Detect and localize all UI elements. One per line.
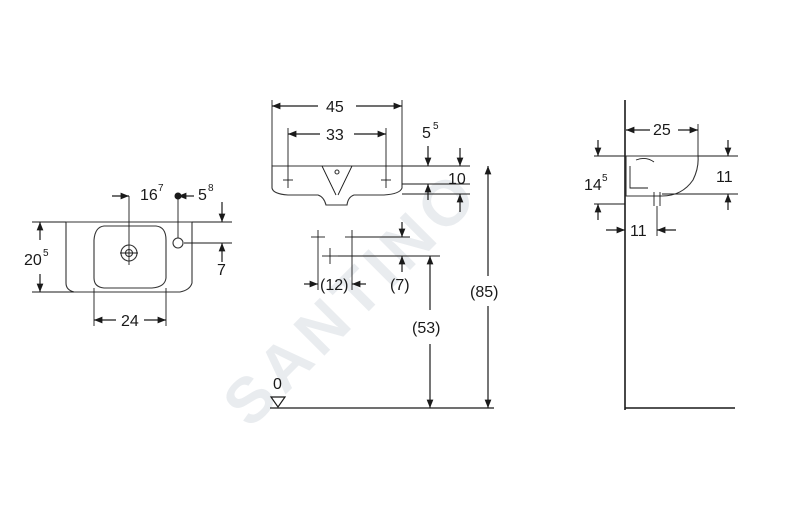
dim-tap-offset: 16 [140, 187, 158, 204]
dim-rim-height: 10 [448, 171, 466, 188]
side-view: 25 14 5 11 11 [584, 100, 738, 410]
dim-height-sup: 5 [43, 248, 49, 259]
basin-elevation [271, 165, 403, 206]
elevation-view: 45 33 5 5 10 (12) (7) [269, 99, 498, 409]
dim-width: 24 [121, 313, 139, 330]
dim-overflow-top-sup: 8 [208, 183, 214, 194]
dim-tap-offset-sup: 7 [158, 183, 164, 194]
dim-side-depth: 25 [653, 122, 671, 139]
dim-fix-height: (7) [390, 277, 410, 294]
dim-mount-height: (53) [412, 320, 440, 337]
front-basin-outline [65, 221, 193, 293]
dim-outlet-height: 11 [716, 169, 733, 186]
front-bowl [93, 225, 167, 289]
front-view: 16 7 5 8 7 20 5 24 [24, 183, 232, 330]
dim-total-height: (85) [470, 284, 498, 301]
floor-level-label: 0 [273, 376, 282, 393]
dim-overflow-top: 5 [198, 187, 207, 204]
dim-rim-offset-sup: 5 [433, 121, 439, 132]
dim-outer-width: 45 [326, 99, 344, 116]
dim-overflow-side: 7 [217, 262, 226, 279]
dim-rim-offset: 5 [422, 125, 431, 142]
watermark: SANTINO [209, 156, 493, 440]
basin-side-profile [625, 155, 699, 197]
dim-drop-height-sup: 5 [602, 173, 608, 184]
dim-outlet-offset: 11 [630, 223, 647, 240]
floor-level-marker [269, 396, 287, 409]
dim-fixing-width: 33 [326, 127, 344, 144]
dim-fix-spacing: (12) [320, 277, 348, 294]
dim-height: 20 [24, 252, 42, 269]
overflow-hole [172, 237, 184, 249]
dim-drop-height: 14 [584, 177, 602, 194]
